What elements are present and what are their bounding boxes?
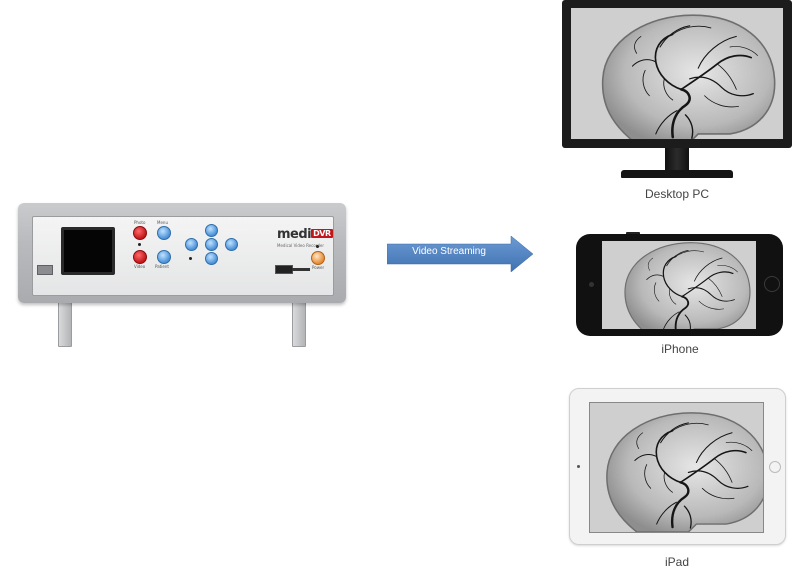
monitor-stand-base <box>621 170 733 178</box>
iphone-side-button <box>626 232 640 235</box>
patient-button[interactable] <box>157 250 171 264</box>
device-left-leg <box>58 299 72 347</box>
arrow-label: Video Streaming <box>412 246 486 257</box>
menu-button[interactable] <box>157 226 171 240</box>
power-button[interactable] <box>311 251 325 265</box>
usb-port <box>275 265 293 274</box>
video-button[interactable] <box>133 250 147 264</box>
ipad-home-button <box>769 461 781 473</box>
power-button-label: Power <box>312 265 325 270</box>
dpad-up-button[interactable] <box>205 224 218 237</box>
iphone-home-button <box>764 276 780 292</box>
angiogram-image <box>571 8 783 139</box>
monitor-bezel <box>562 0 792 148</box>
brand-logo-prefix: medi <box>277 227 312 242</box>
ipad-device <box>569 388 786 545</box>
dpad-left-button[interactable] <box>185 238 198 251</box>
brand-tagline: Medical Video Recorder <box>277 243 324 248</box>
dpad-indicator-led <box>189 257 192 260</box>
iphone-caption: iPhone <box>661 342 699 356</box>
patient-button-label: Patient <box>155 264 169 269</box>
ipad-camera <box>577 465 580 468</box>
device-badge <box>37 265 53 275</box>
power-led <box>316 245 319 248</box>
dpad-right-button[interactable] <box>225 238 238 251</box>
device-right-leg <box>292 299 306 347</box>
dpad-ok-button[interactable] <box>205 238 218 251</box>
photo-button[interactable] <box>133 226 147 240</box>
ipad-screen-angiogram <box>589 402 764 533</box>
iphone-screen-angiogram <box>602 241 756 329</box>
iphone-body <box>576 234 783 336</box>
menu-button-label: Menu <box>157 220 168 225</box>
iphone-device <box>576 232 783 336</box>
device-display-screen <box>61 227 115 275</box>
photo-button-label: Photo <box>134 220 146 225</box>
monitor-stand-neck <box>665 148 689 172</box>
desktop-pc-caption: Desktop PC <box>644 187 710 201</box>
arrow-shape <box>386 235 534 273</box>
brand-logo-suffix: DVR <box>311 229 333 238</box>
card-slot <box>292 268 310 271</box>
dpad-down-button[interactable] <box>205 252 218 265</box>
ipad-body <box>569 388 786 545</box>
monitor-screen-angiogram <box>571 8 783 139</box>
video-button-label: Video <box>134 264 146 269</box>
video-streaming-arrow: Video Streaming <box>386 235 534 273</box>
status-led <box>138 243 141 246</box>
ipad-caption: iPad <box>664 555 690 569</box>
angiogram-image <box>602 241 756 329</box>
iphone-camera <box>589 282 594 287</box>
angiogram-image <box>590 403 763 532</box>
desktop-monitor <box>562 0 792 183</box>
